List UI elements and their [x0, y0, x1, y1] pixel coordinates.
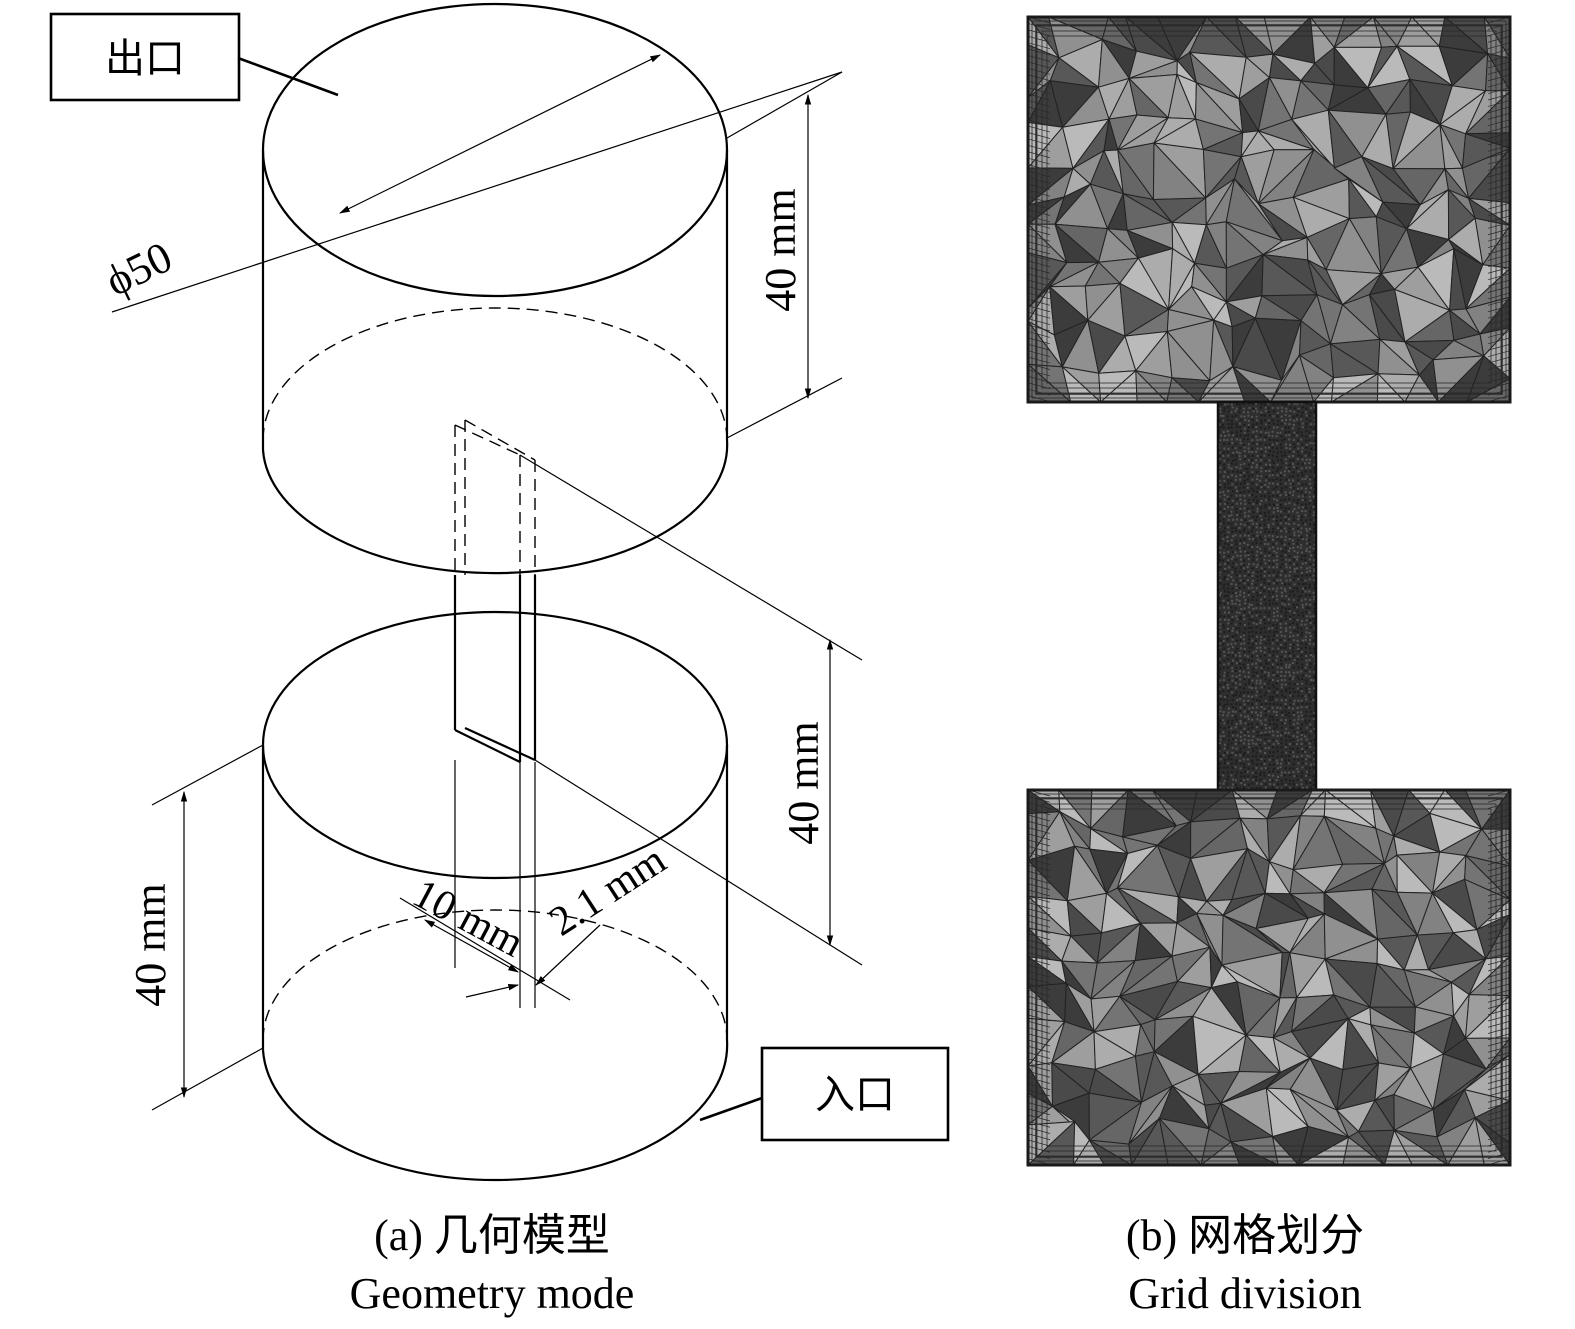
slit-width-label: 10 mm	[405, 871, 531, 967]
mid-height-dimension	[519, 454, 863, 966]
mesh-bottom-block	[1026, 788, 1512, 1167]
caption-a-en: Geometry mode	[350, 1269, 635, 1318]
caption-b-en: Grid division	[1128, 1269, 1361, 1318]
diameter-label: ϕ50	[98, 232, 180, 305]
mesh-panel: (b) 网格划分 Grid division	[1026, 15, 1512, 1318]
outlet-label-box	[49, 12, 241, 102]
inlet-label: 入口	[815, 1072, 895, 1117]
lower-cylinder	[261, 610, 729, 1182]
top-height-dimension	[726, 71, 843, 439]
geometry-panel-text: 出口 入口 ϕ50 40 mm 40 mm 40 mm 10 mm 2.1 mm…	[98, 36, 895, 1318]
diameter-dimension	[111, 54, 843, 313]
bottom-height-label: 40 mm	[126, 883, 175, 1006]
caption-b-cn: (b) 网格划分	[1126, 1211, 1364, 1260]
inlet-leader	[699, 1096, 763, 1122]
mid-height-label: 40 mm	[779, 721, 828, 844]
slit-thickness-label: 2.1 mm	[542, 837, 675, 946]
outlet-leader	[237, 56, 339, 97]
mesh-top-block	[1026, 15, 1512, 404]
upper-cylinder	[261, 2, 729, 575]
outlet-label: 出口	[105, 36, 185, 81]
mesh-neck	[1216, 400, 1318, 792]
inlet-label-box	[760, 1046, 950, 1142]
caption-a-cn: (a) 几何模型	[374, 1211, 610, 1260]
geometry-panel	[49, 2, 950, 1182]
top-height-label: 40 mm	[756, 188, 805, 311]
channel-slit	[453, 419, 537, 1008]
bottom-height-dimension	[151, 744, 264, 1111]
slit-width-dimension	[399, 897, 601, 1001]
